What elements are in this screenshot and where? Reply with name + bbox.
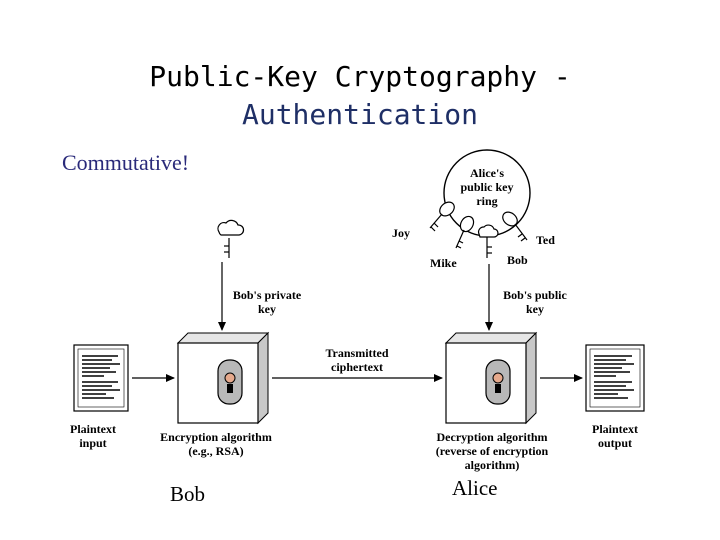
ring-name-joy: Joy <box>392 226 410 240</box>
slide-title: Public-Key Cryptography - Authentication <box>0 58 720 134</box>
ring-name-mike: Mike <box>430 256 457 270</box>
receiver-name: Alice <box>452 476 498 500</box>
plaintext-input-document-icon <box>73 344 129 412</box>
decryption-algorithm-label: Decryption algorithm (reverse of encrypt… <box>435 430 549 472</box>
bob-key-icon <box>477 224 499 258</box>
encryption-box <box>176 331 270 425</box>
plaintext-input-label: Plaintext input <box>70 422 116 450</box>
mike-key-icon <box>455 215 475 249</box>
ring-name-bob: Bob <box>507 253 528 267</box>
title-line-2: Authentication <box>241 98 478 131</box>
plaintext-output-document-icon <box>585 344 645 412</box>
plaintext-output-label: Plaintext output <box>592 422 638 450</box>
sender-name: Bob <box>170 482 206 506</box>
joy-key-icon <box>429 201 455 232</box>
ted-key-icon <box>502 211 528 242</box>
private-key-icon <box>217 219 245 258</box>
key-ring-icon <box>429 149 531 258</box>
title-line-1: Public-Key Cryptography - <box>149 60 571 93</box>
commutative-note: Commutative! <box>62 150 190 175</box>
encryption-algorithm-label: Encryption algorithm (e.g., RSA) <box>160 430 272 458</box>
ring-name-ted: Ted <box>536 233 555 247</box>
key-ring-label: Alice's public key ring <box>460 166 514 208</box>
decryption-lock-icon <box>485 359 511 405</box>
encryption-lock-icon <box>217 359 243 405</box>
decryption-box <box>444 331 538 425</box>
bob-public-key-label: Bob's public key <box>503 288 567 316</box>
transmitted-ciphertext-label: Transmitted ciphertext <box>325 346 389 374</box>
bob-private-key-label: Bob's private key <box>232 288 302 316</box>
